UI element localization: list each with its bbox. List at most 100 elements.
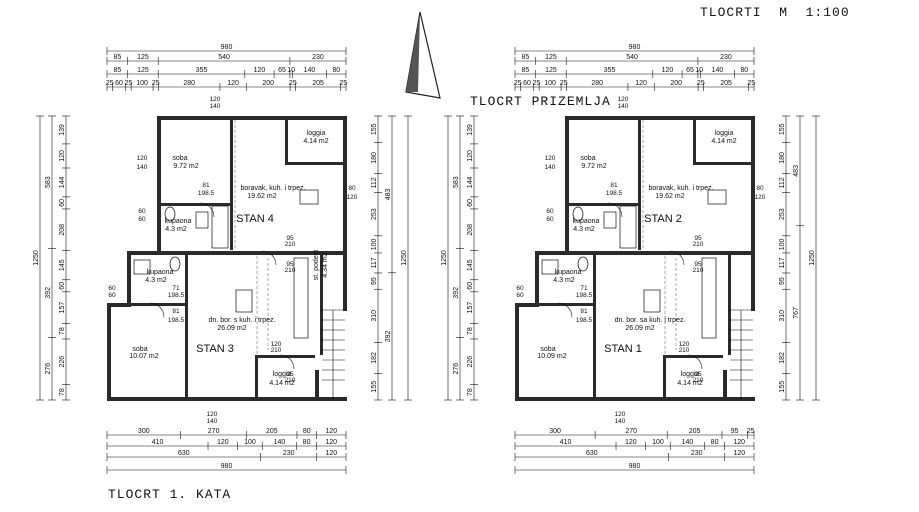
wall-right-lower (723, 370, 727, 401)
dining-table (299, 189, 319, 205)
bottom-dim-row2-label: 410 (560, 439, 572, 446)
wall-int-8 (693, 162, 751, 165)
room-name-dnevni: dn. bor. sa kuh. i trpez. (615, 317, 686, 324)
right-dim-small-label: 95 (371, 277, 378, 285)
top-dim-row4-label: 280 (591, 80, 603, 87)
top-dim-row4-label: 25 (697, 80, 705, 87)
left-dim-total-label: 1250 (33, 250, 40, 266)
room-name-loggia: loggia (307, 130, 326, 137)
wall-right-mid (751, 251, 755, 311)
top-dim-row2-label: 230 (720, 54, 732, 61)
top-dim-row3-label: 85 (521, 67, 529, 74)
opening-dim: 60 (516, 292, 524, 299)
opening-dim: 210 (285, 377, 296, 384)
wall-int-1 (638, 120, 641, 250)
bottom-dim-row2-label: 100 (244, 439, 256, 446)
room-name-soba: soba (580, 155, 595, 162)
room-name-loggia: loggia (273, 371, 292, 378)
bottom-dim-row1-label: 95 (731, 428, 739, 435)
right-dim-small-label: 155 (779, 123, 786, 135)
dining-table (235, 289, 253, 313)
opening-dim: 60 (108, 292, 116, 299)
opening-dim: 95 (286, 235, 294, 242)
first-floor-title: TLOCRT 1. KATA (108, 487, 232, 502)
left-dim-total-label: 1250 (441, 250, 448, 266)
top-dim-row4-label: 25 (106, 80, 114, 87)
opening-dim: 80 (348, 185, 356, 192)
bottom-dim-row1-label: 300 (549, 428, 561, 435)
top-dim-row3-label: 355 (604, 67, 616, 74)
right-dim-small-label: 100 (371, 238, 378, 250)
left-dim-small-label: 60 (59, 282, 66, 290)
bottom-dim-row2-label: 80 (711, 439, 719, 446)
opening-dim: 95 (286, 261, 294, 268)
room-name-kupaona: kupaona (165, 218, 192, 225)
door-swing (557, 302, 573, 318)
wall-int-4 (131, 303, 188, 306)
left-dim-small-label: 78 (467, 388, 474, 396)
wall-mid-floor (569, 251, 751, 255)
opening-dim: 140 (137, 164, 148, 171)
right-dim-small-label: 117 (371, 257, 378, 268)
top-dim-row4-label: 25 (339, 80, 347, 87)
shower (603, 211, 617, 229)
left-dim-small-label: 208 (467, 224, 474, 236)
top-dim-row3-label: 10 (695, 67, 703, 74)
wall-left-mid (127, 251, 131, 303)
opening-dim: 81 (610, 182, 618, 189)
opening-dim: 120 (618, 96, 629, 103)
opening-dim: 140 (618, 103, 629, 110)
right-dim-small-label: 100 (779, 238, 786, 250)
wall-right-upper (343, 116, 347, 251)
wall-top-right (693, 116, 751, 120)
left-dim-small-label: 226 (467, 356, 474, 368)
opening-dim: 210 (285, 267, 296, 274)
opening-dim: 60 (108, 285, 116, 292)
left-dim-small-label: 144 (467, 176, 474, 188)
top-dim-row3-label: 65 (686, 67, 694, 74)
wall-left-lower (107, 303, 111, 401)
room-area-kupaona: 4.3 m2 (573, 226, 595, 233)
wall-bottom (107, 397, 347, 401)
bottom-dim-row1-label: 25 (747, 428, 755, 435)
north-arrow-icon (405, 11, 441, 99)
apartment-label: STAN 2 (644, 213, 682, 225)
opening-dim: 120 (347, 194, 358, 201)
dining-table (707, 189, 727, 205)
wall-step (127, 251, 161, 255)
room-area-loggia: 4.14 m2 (711, 138, 736, 145)
right-dim-small-label: 155 (371, 123, 378, 135)
top-dim-row2-label: 85 (113, 54, 121, 61)
opening-dim: 71 (580, 285, 588, 292)
door-swing (149, 302, 165, 318)
left-dim-small-label: 208 (59, 224, 66, 236)
opening-dim: 60 (138, 216, 146, 223)
door-swing (607, 202, 623, 218)
room-name-boravak: boravak, kuh. i trpez. (649, 185, 714, 192)
room-name-boravak: boravak, kuh. i trpez. (241, 185, 306, 192)
wall-left-upper (565, 116, 569, 251)
opening-dim: 60 (546, 208, 554, 215)
bottom-dim-row1-label: 270 (208, 428, 220, 435)
left-dim-small-label: 145 (59, 259, 66, 271)
top-dim-row4-label: 205 (312, 80, 324, 87)
right-dim-small-label: 310 (779, 310, 786, 322)
bottom-dim-row1-label: 300 (138, 428, 150, 435)
apartment-label: STAN 1 (604, 343, 642, 355)
wall-int-5 (255, 355, 315, 358)
room-area-soba: 9.72 m2 (173, 163, 198, 170)
top-dim-row4-label: 25 (560, 80, 568, 87)
shower (541, 259, 559, 275)
apartment-label: STAN 4 (236, 213, 274, 225)
top-dim-row3-label: 140 (712, 67, 724, 74)
opening-dim: 60 (138, 208, 146, 215)
top-dim-row4-label: 120 (227, 80, 239, 87)
bottom-dim-row3-label: 120 (734, 450, 746, 457)
room-name-dnevni: dn. bor. s kuh. i trpez. (209, 317, 276, 324)
left-dim-big-label: 276 (45, 363, 52, 375)
opening-dim: 95 (694, 261, 702, 268)
bottom-dim-row2-label: 80 (303, 439, 311, 446)
room-area-kupaona: 4.3 m2 (145, 277, 167, 284)
bottom-dim-row1-label: 120 (325, 428, 337, 435)
